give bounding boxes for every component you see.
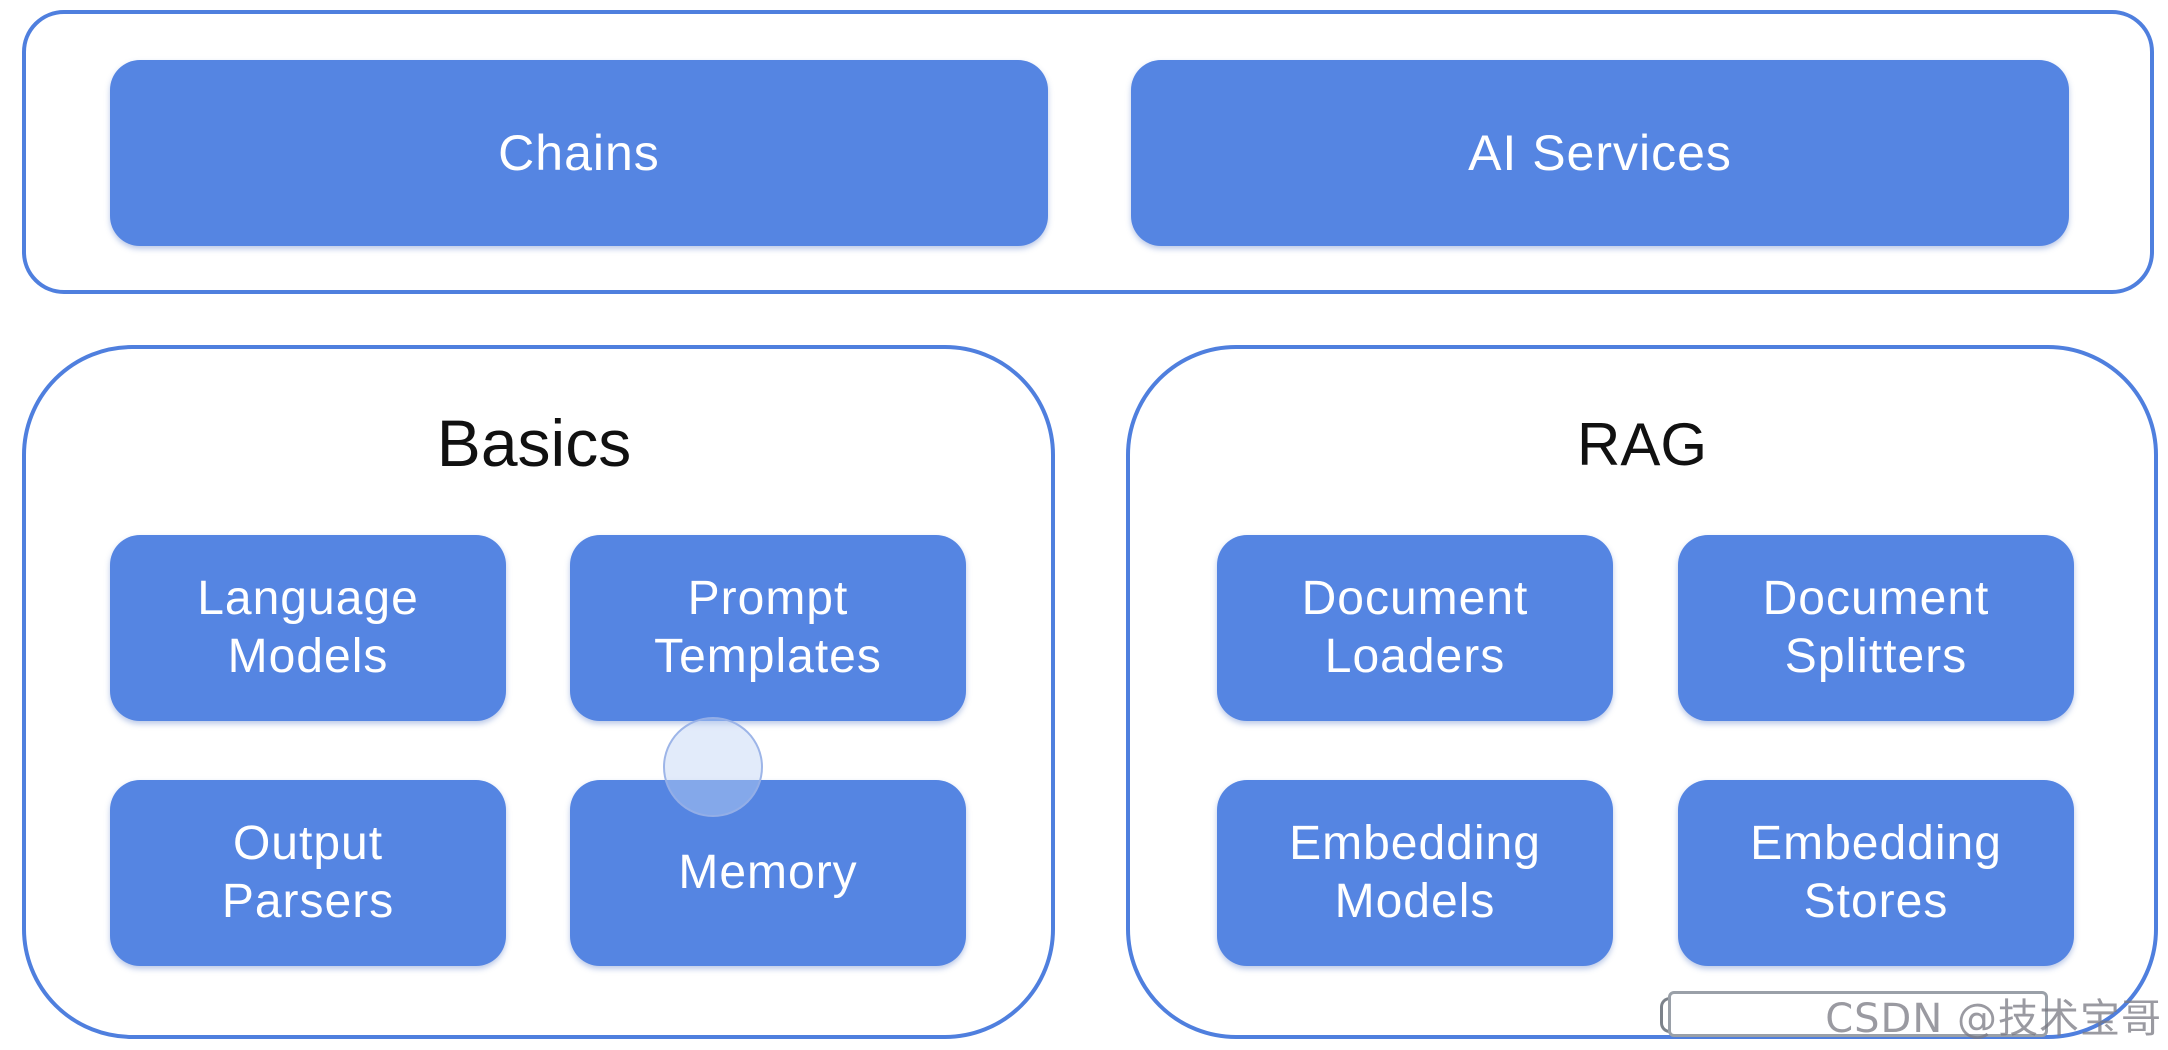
horizontal-scrollbar[interactable] [1668, 991, 2048, 1037]
embedding-models-box: Embedding Models [1217, 780, 1613, 966]
basics-title: Basics [436, 406, 632, 480]
ai-services-box: AI Services [1131, 60, 2069, 246]
language-models-box: Language Models [110, 535, 506, 721]
output-parsers-box: Output Parsers [110, 780, 506, 966]
embedding-stores-box: Embedding Stores [1678, 780, 2074, 966]
csdn-watermark: CSDN @技术宝哥 [1825, 996, 2162, 1042]
document-loaders-box: Document Loaders [1217, 535, 1613, 721]
memory-box: Memory [570, 780, 966, 966]
scrollbar-cap[interactable] [1660, 997, 1674, 1033]
document-splitters-box: Document Splitters [1678, 535, 2074, 721]
cursor-highlight-circle [663, 717, 763, 817]
prompt-templates-box: Prompt Templates [570, 535, 966, 721]
chains-box: Chains [110, 60, 1048, 246]
rag-title: RAG [1576, 411, 1708, 478]
